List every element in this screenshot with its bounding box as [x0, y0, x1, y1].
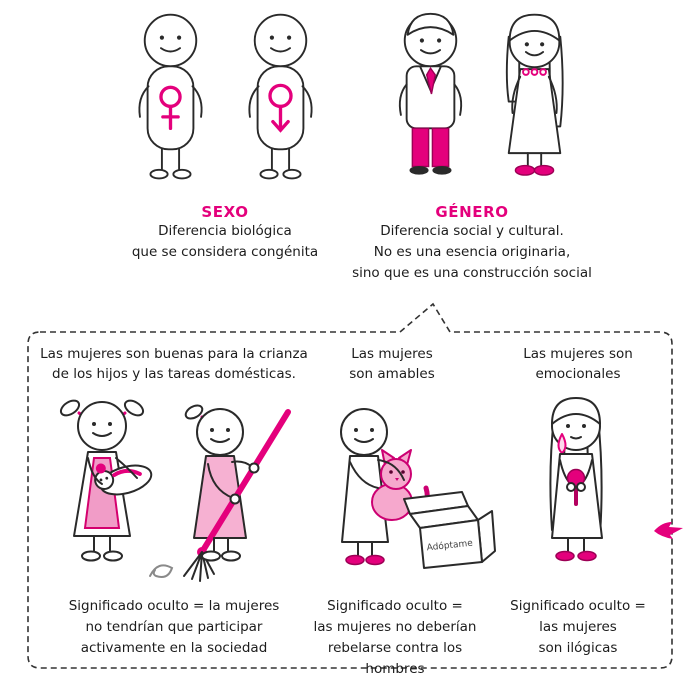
claim-emotional-line2: emocionales — [535, 366, 621, 383]
arrow-symbol-figure-icon — [248, 13, 313, 180]
hidden-kindness-line3: rebelarse contra los hombres — [327, 639, 463, 677]
woman-holding-baby — [59, 399, 153, 562]
woman-hugging-cat — [340, 408, 430, 566]
hidden-caregiving-line2: no tendrían que participar — [85, 618, 263, 635]
sexo-desc-line1: Diferencia biológica — [158, 223, 292, 239]
dashed-speech-bubble-border — [27, 302, 673, 669]
claim-kindness-line1: Las mujeres — [351, 346, 433, 362]
hidden-emotional-line3: son ilógicas — [538, 639, 618, 656]
hidden-caregiving-line3: activamente en la sociedad — [80, 639, 268, 656]
emotional-scene-icon — [549, 397, 603, 562]
hidden-meaning-kindness: Significado oculto = las mujeres no debe… — [300, 596, 490, 680]
claim-emotional-line1: Las mujeres son — [523, 346, 633, 362]
man-in-suit-icon — [398, 12, 463, 175]
claim-caregiving-line2: de los hijos y las tareas domésticas. — [52, 366, 296, 383]
caregiving-scene-icon — [59, 399, 291, 582]
sexo-section: SEXO Diferencia biológica que se conside… — [85, 203, 365, 263]
adoption-box-label: Adóptame — [426, 538, 474, 554]
claim-emotional: Las mujeres son emocionales — [488, 344, 668, 385]
adoption-box: Adóptame — [403, 491, 496, 569]
hidden-meaning-caregiving: Significado oculto = la mujeres no tendr… — [30, 596, 318, 659]
genero-section: GÉNERO Diferencia social y cultural. No … — [322, 203, 622, 284]
pink-pointer-icon — [654, 522, 683, 539]
genero-desc-line1: Diferencia social y cultural. — [380, 223, 564, 239]
claim-kindness-line2: son amables — [349, 366, 435, 383]
genero-title: GÉNERO — [435, 203, 509, 221]
claim-caregiving-line1: Las mujeres son buenas para la crianza — [40, 346, 308, 362]
woman-in-dress-icon — [505, 13, 564, 176]
woman-mopping — [149, 404, 291, 582]
claim-caregiving: Las mujeres son buenas para la crianza d… — [28, 344, 320, 385]
hidden-kindness-line1: Significado oculto = — [327, 598, 463, 614]
sexo-desc-line2: que se considera congénita — [131, 243, 319, 260]
genero-desc-line2: No es una esencia originaria, — [373, 243, 571, 260]
sexo-title: SEXO — [201, 203, 249, 221]
hidden-meaning-emotional: Significado oculto = las mujeres son iló… — [492, 596, 664, 659]
claim-kindness: Las mujeres son amables — [312, 344, 472, 385]
female-symbol-figure-icon — [138, 13, 203, 180]
crying-woman — [549, 397, 603, 562]
kindness-scene-icon: Adóptame — [340, 408, 496, 569]
hidden-caregiving-line1: Significado oculto = la mujeres — [68, 598, 280, 614]
genero-desc-line3: sino que es una construcción social — [352, 264, 592, 281]
hidden-kindness-line2: las mujeres no deberían — [313, 618, 477, 635]
hidden-emotional-line1: Significado oculto = — [510, 598, 646, 614]
hidden-emotional-line2: las mujeres — [539, 618, 617, 635]
